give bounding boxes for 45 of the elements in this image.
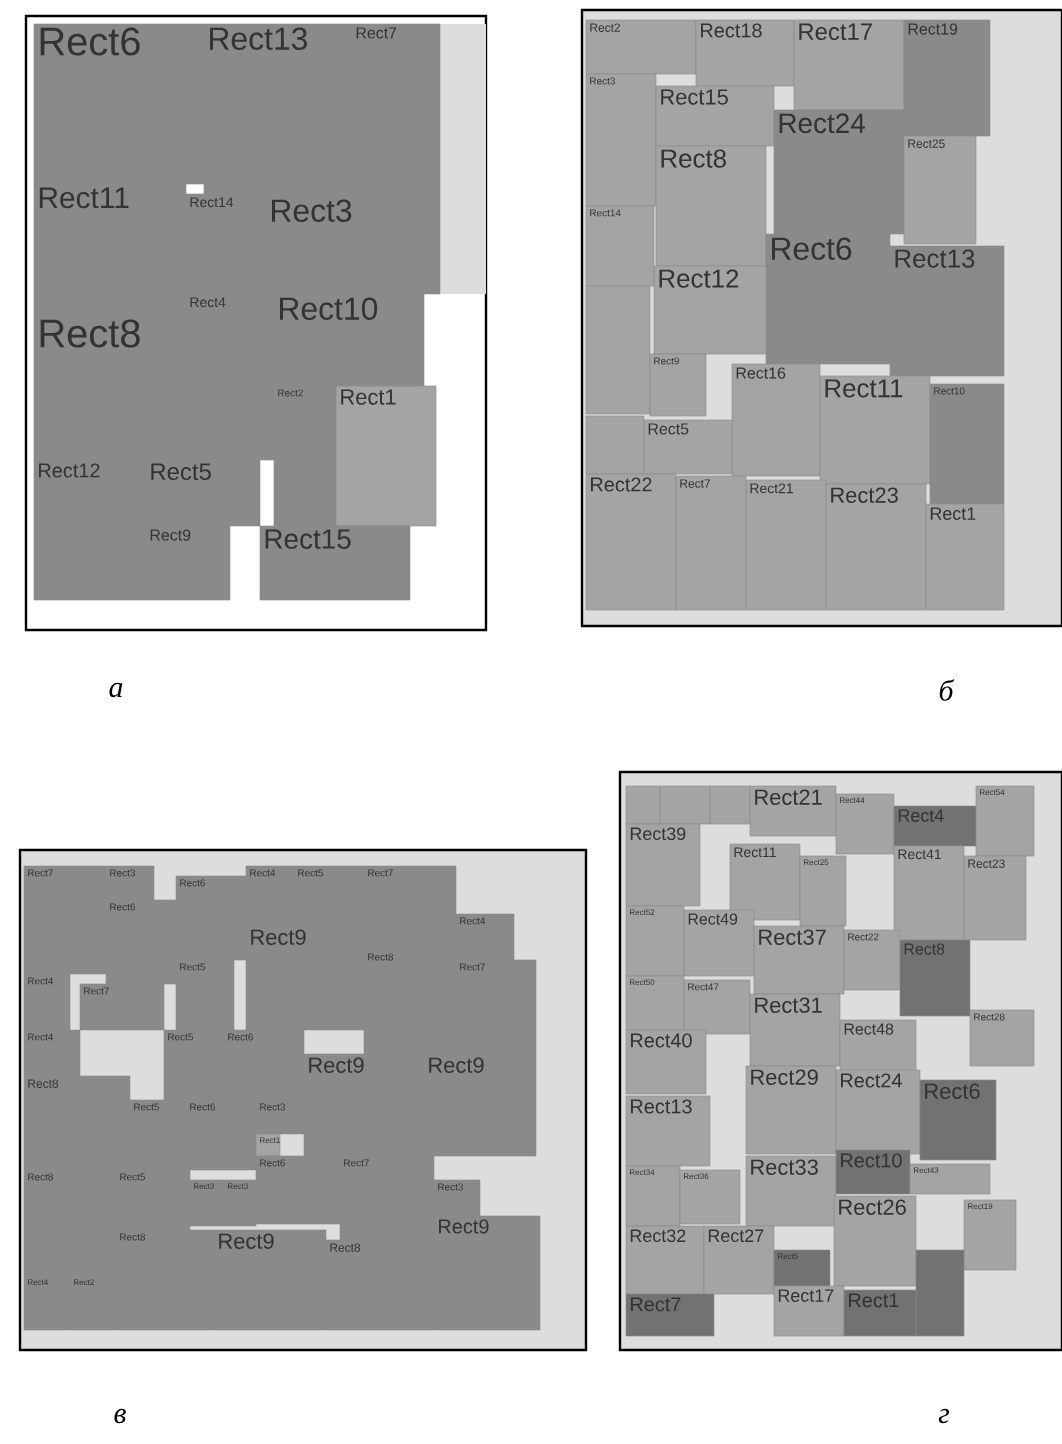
rectangle-block [709, 785, 751, 825]
rectangle-block [585, 415, 645, 475]
rectangle-block: Rect13 [889, 245, 1005, 377]
rectangle-block: Rect32 [625, 1225, 705, 1295]
rectangle-block: Rect17 [793, 19, 905, 111]
rectangle-block: Rect24 [835, 1069, 921, 1155]
rectangle-block: Rect4 [893, 805, 977, 847]
rectangle-block: Rect26 [833, 1195, 917, 1287]
rectangle-block: Rect17 [773, 1285, 845, 1337]
rectangle-block: Rect8 [33, 315, 195, 461]
rectangle-block: Rect15 [655, 85, 775, 147]
rectangle-block: Rect6 [919, 1079, 997, 1161]
rectangle-block: Rect27 [703, 1225, 775, 1295]
rectangle-block: Rect11 [819, 375, 931, 485]
panel-caption: а [109, 682, 123, 698]
rectangle-block: Rect5 [145, 459, 261, 527]
rectangle-block: Rect23 [825, 483, 927, 611]
rectangle-block: Rect10 [835, 1149, 911, 1195]
panel-caption: в [114, 1408, 126, 1424]
rectangle-block: Rect6 [33, 23, 205, 185]
rectangle-block: Rect37 [753, 925, 845, 995]
rectangle-block: Rect9 [433, 1215, 541, 1331]
rectangle-block: Rect33 [745, 1155, 837, 1227]
panel-caption: г [938, 1408, 950, 1424]
rectangle-block: Rect9 [303, 1053, 425, 1157]
rectangle-block: Rect1 [843, 1289, 917, 1337]
rectangle-block: Rect15 [259, 525, 411, 601]
rectangle-block: Rect29 [745, 1065, 837, 1155]
rectangle-block: Rect40 [625, 1029, 707, 1095]
rectangle-block: Rect24 [773, 109, 905, 235]
rectangle-block [625, 785, 661, 825]
rectangle-block: Rect7 [625, 1293, 715, 1337]
rectangle-block: Rect9 [423, 1053, 537, 1157]
rectangle-block: Rect31 [749, 993, 841, 1067]
rectangle-block: Rect9 [213, 1229, 327, 1331]
rectangle-block: Rect10 [273, 293, 425, 387]
rectangle-block: Rect13 [625, 1095, 711, 1167]
rectangle-block: Rect13 [203, 23, 353, 197]
rectangle-block: Rect1 [925, 503, 1005, 611]
panel-caption: б [939, 679, 955, 701]
rectangle-block: Rect6 [765, 233, 891, 365]
rectangle-block: Rect1 [335, 385, 437, 527]
rectangle-block [659, 785, 711, 825]
rectangle-block [915, 1249, 965, 1337]
rectangle-block: Rect18 [695, 19, 795, 87]
